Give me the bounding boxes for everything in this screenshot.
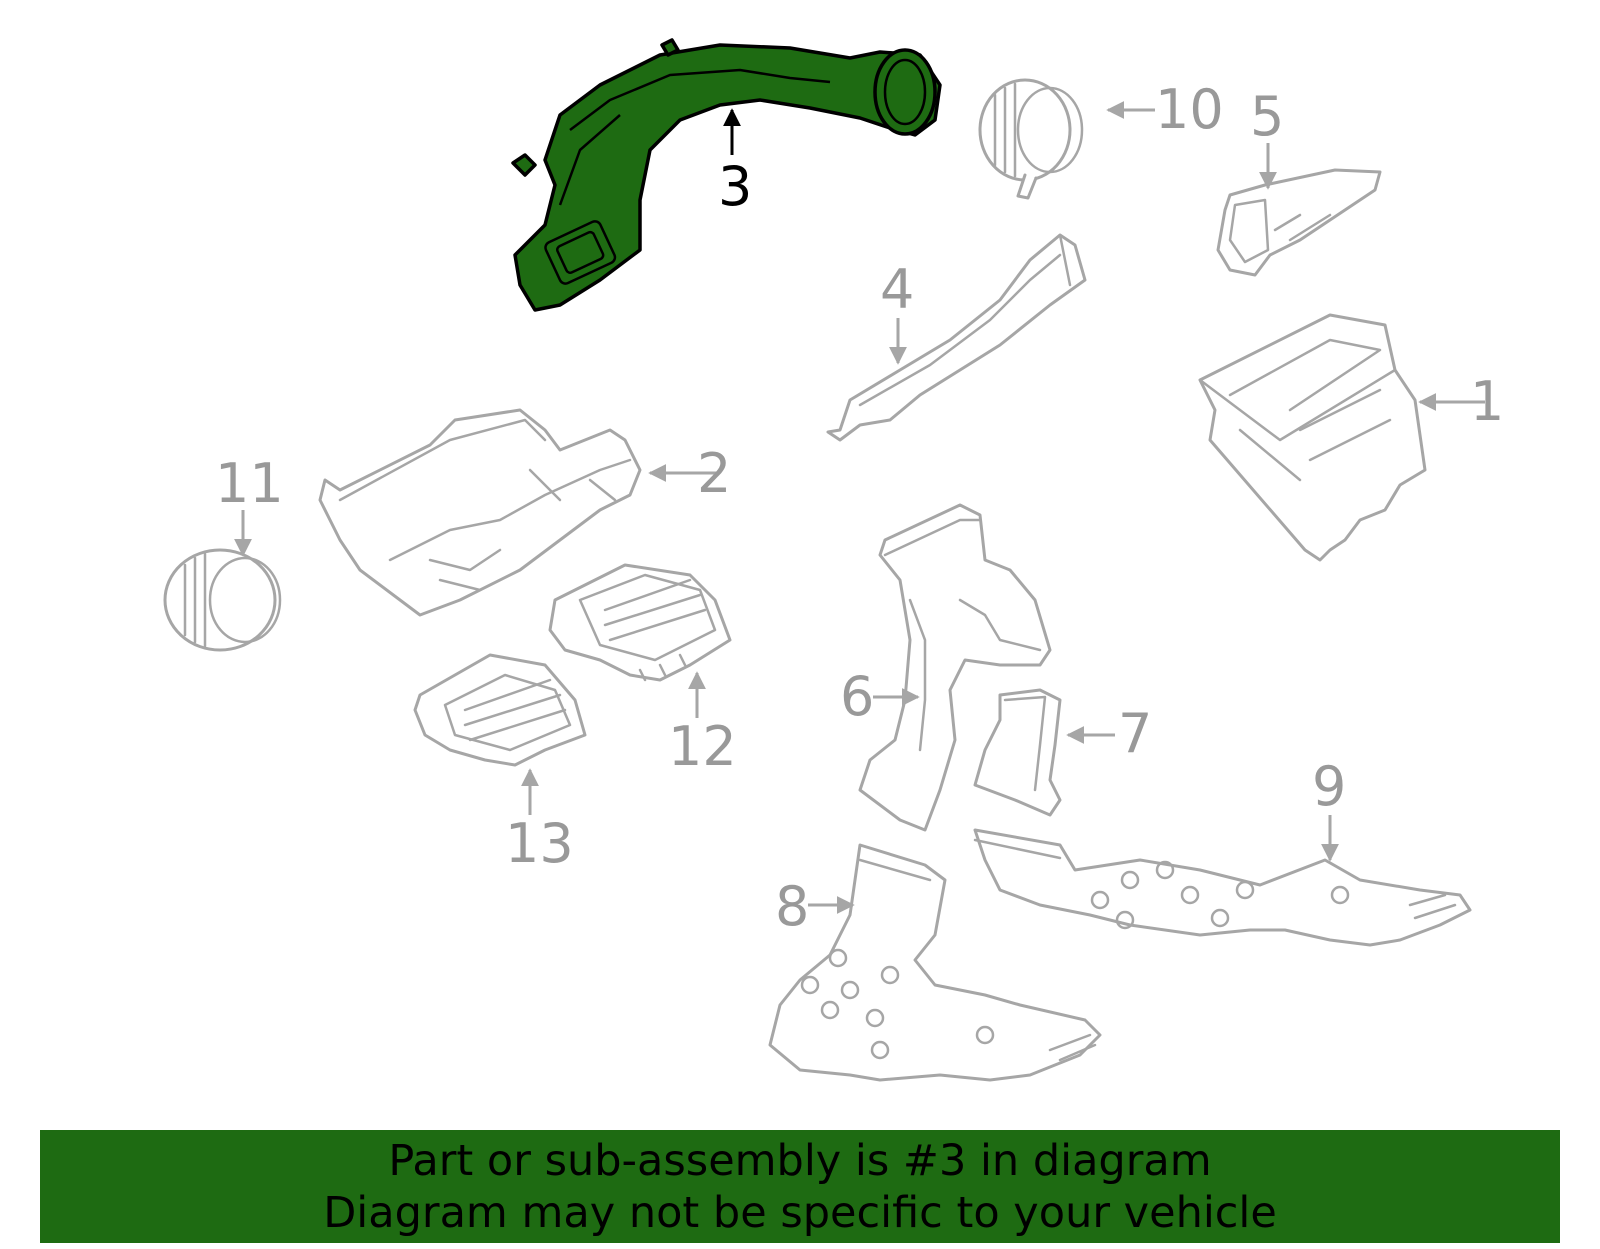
callout-labels: 1 2 3 4 5 6 7 8 9 10 11 12 13 [215,78,1504,938]
callout-12[interactable]: 12 [668,715,737,778]
callout-10[interactable]: 10 [1155,78,1224,141]
part-1-housing[interactable] [1198,313,1427,562]
callout-4[interactable]: 4 [880,258,914,321]
part-4-duct[interactable] [826,233,1087,442]
callout-8[interactable]: 8 [775,875,809,938]
part-5-nozzle[interactable] [1216,168,1382,277]
callout-2[interactable]: 2 [697,442,731,505]
part-2-dash-duct[interactable] [318,408,642,617]
parts-diagram: 1 2 3 4 5 6 7 8 9 10 11 12 13 [163,38,1504,1082]
callout-13[interactable]: 13 [505,812,574,875]
callout-7[interactable]: 7 [1118,702,1152,765]
callout-3[interactable]: 3 [718,155,752,218]
part-6-vertical-duct[interactable] [858,503,1052,832]
part-9-floor-duct[interactable] [973,828,1472,947]
callout-1[interactable]: 1 [1470,370,1504,433]
callout-lines [234,101,1485,914]
part-12-vent[interactable] [548,563,732,682]
part-13-vent[interactable] [413,653,587,767]
callout-5[interactable]: 5 [1250,85,1284,148]
callout-9[interactable]: 9 [1312,755,1346,818]
part-10-round-vent[interactable] [978,78,1084,200]
part-7-small-duct[interactable] [973,688,1062,817]
part-3-duct[interactable] [511,38,942,312]
banner-line-disclaimer: Diagram may not be specific to your vehi… [323,1187,1277,1238]
part-11-round-vent[interactable] [163,548,282,652]
callout-11[interactable]: 11 [215,452,284,515]
info-banner: Part or sub-assembly is #3 in diagram Di… [40,1130,1560,1243]
callout-6[interactable]: 6 [840,665,874,728]
banner-line-part: Part or sub-assembly is #3 in diagram [388,1135,1212,1186]
